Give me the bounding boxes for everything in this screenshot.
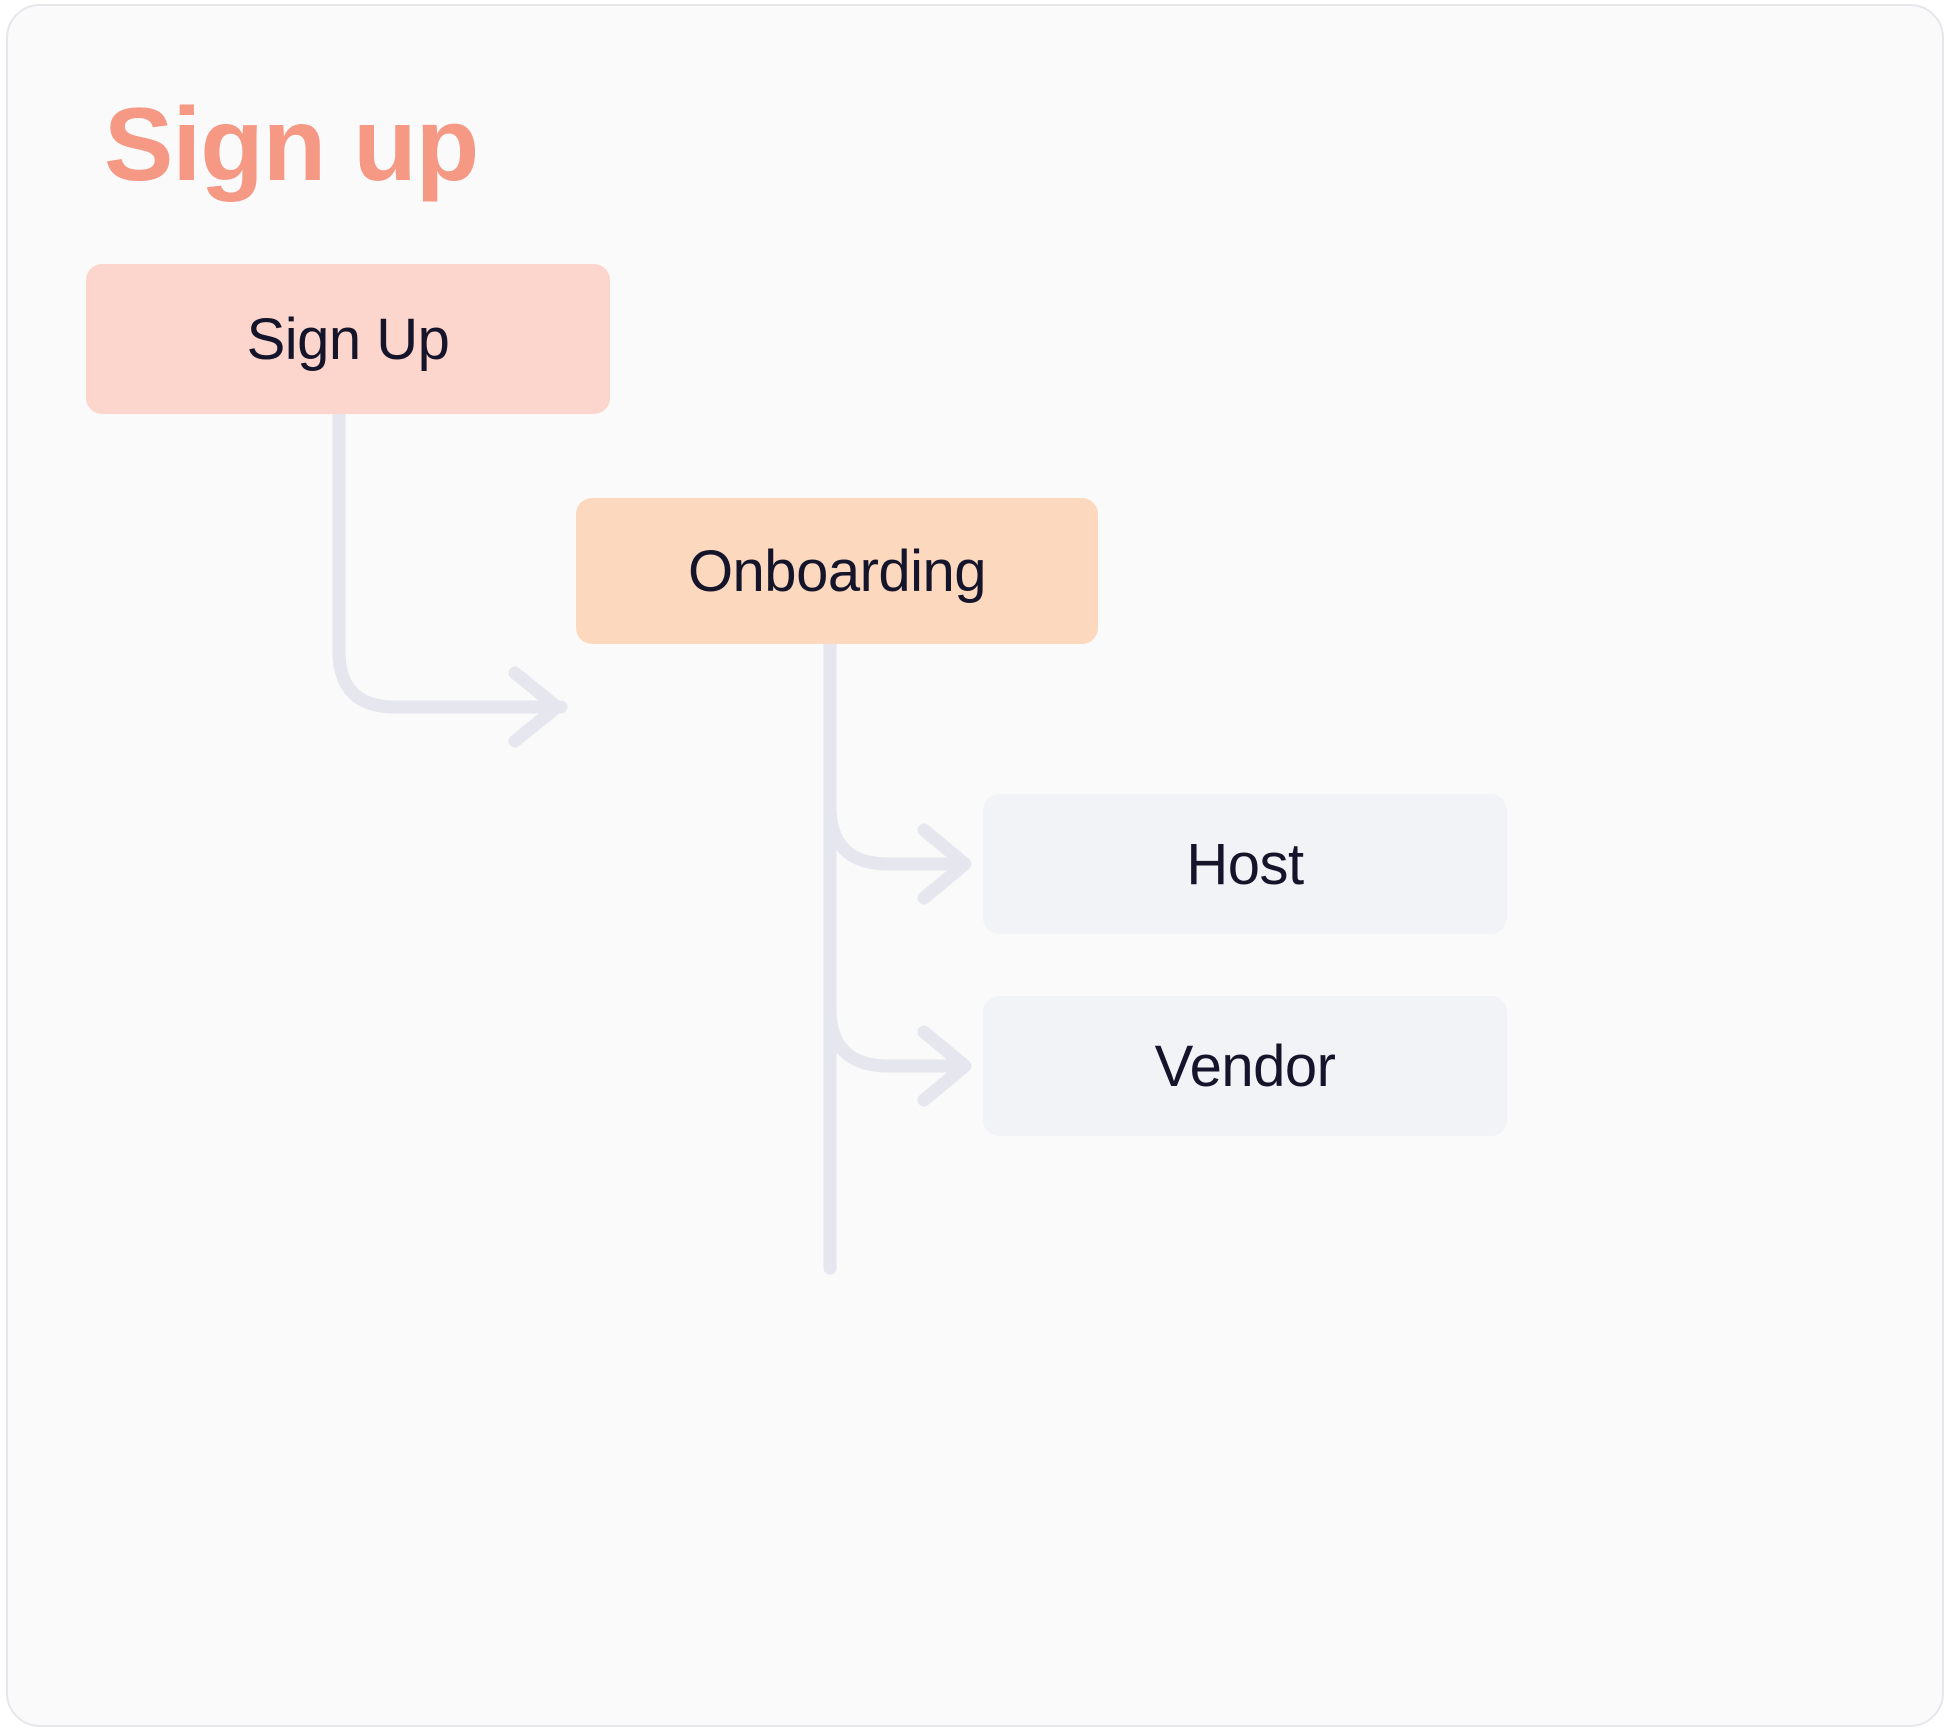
flow-card: Sign up Sign Up Onboarding xyxy=(6,4,1944,1727)
edge-signup-to-onboarding-arrowhead xyxy=(508,666,564,748)
node-onboarding[interactable]: Onboarding xyxy=(576,498,1098,644)
node-vendor-label: Vendor xyxy=(1154,1033,1336,1099)
node-vendor[interactable]: Vendor xyxy=(983,996,1507,1136)
edge-onboarding-to-host-arrowhead xyxy=(917,823,972,905)
node-host-label: Host xyxy=(1186,831,1304,897)
node-sign-up-label: Sign Up xyxy=(246,306,450,372)
edge-onboarding-to-host xyxy=(823,799,970,871)
node-sign-up[interactable]: Sign Up xyxy=(86,264,610,414)
node-host[interactable]: Host xyxy=(983,794,1507,934)
edge-onboarding-to-vendor xyxy=(823,1001,970,1073)
edge-signup-to-onboarding xyxy=(332,407,568,714)
edge-onboarding-to-vendor-arrowhead xyxy=(917,1025,972,1107)
node-onboarding-label: Onboarding xyxy=(687,538,987,604)
page-title: Sign up xyxy=(104,87,479,203)
